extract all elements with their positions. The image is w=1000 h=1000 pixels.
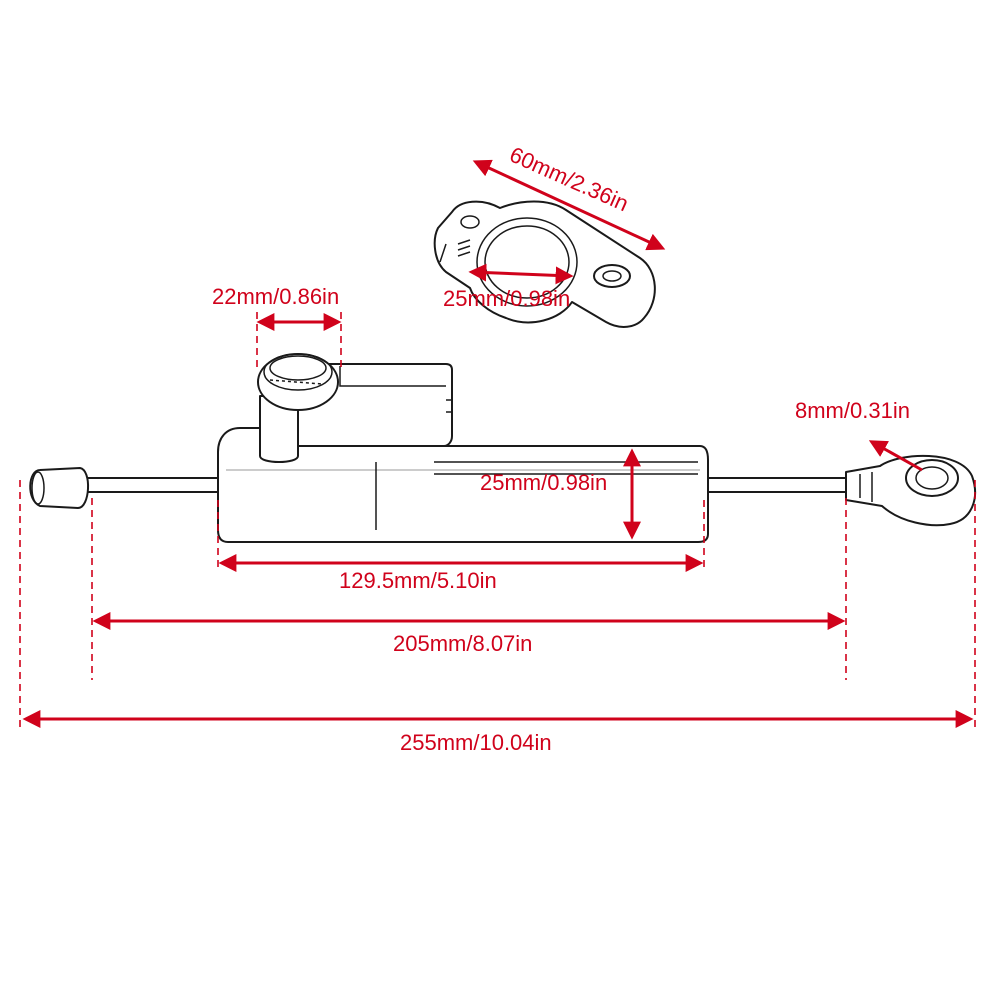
- rod-end-bore-arrow: [868, 440, 923, 472]
- body-diameter-label: 25mm/0.98in: [480, 470, 607, 495]
- damper: [29, 353, 976, 543]
- reservoir: [259, 395, 299, 463]
- rod-end-bore-label: 8mm/0.31in: [795, 398, 910, 423]
- body-length-label: 129.5mm/5.10in: [339, 568, 497, 593]
- damper-cylinder: [217, 427, 709, 543]
- right-piston-rod: [707, 477, 853, 493]
- left-piston-rod: [79, 477, 223, 493]
- reservoir-width-label: 22mm/0.86in: [212, 284, 339, 309]
- clamp-bore-label: 25mm/0.98in: [443, 286, 570, 311]
- overall-length-label: 255mm/10.04in: [400, 730, 552, 755]
- clamp-bore-arrow: [468, 263, 574, 285]
- left-end-cap: [29, 467, 89, 509]
- rod-end: [845, 454, 976, 527]
- clamp-length-arrow: [472, 159, 666, 251]
- eye-to-eye-label: 205mm/8.07in: [393, 631, 532, 656]
- dimension-lines: [19, 159, 976, 730]
